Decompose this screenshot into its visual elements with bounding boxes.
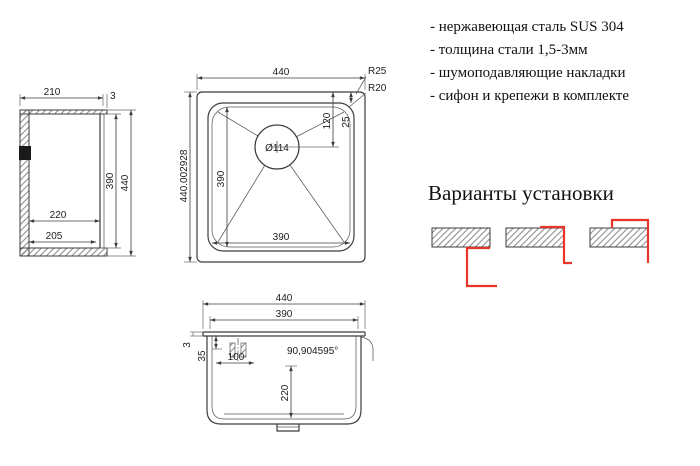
side-overall-height-dim: 440 [120,174,131,191]
radius-outer-label: R25 [368,66,387,77]
top-left-height-dim: 440.002928 [179,149,190,202]
features-list: - нержавеющая сталь SUS 304 - толщина ст… [430,16,629,108]
countertop-section [431,227,491,248]
rim-corner-detail [360,336,374,361]
feature-item-siphon: - сифон и крепежи в комплекте [430,88,630,104]
top-inner-height-dim: 390 [216,170,227,187]
top-overall-width-dim: 440 [273,67,290,78]
drain-offset-dim: 120 [322,112,333,129]
rim-width-dim: 25 [341,116,352,128]
side-view: 210 3 220 205 390 440 [19,87,136,257]
bottom-inner-width-dim: 390 [276,309,293,320]
front-body-inner [211,336,357,420]
installation-options [431,218,650,288]
side-mid-width-dim: 220 [50,210,67,221]
sink-profile-red-line [540,225,572,265]
sink-profile-red-line [610,218,650,263]
top-bowl-edge [207,102,355,252]
bowl-diagonal [217,111,259,137]
side-top-width-dim: 210 [44,87,61,98]
installation-options-title: Варианты установки [428,181,614,205]
leader-line [348,92,367,108]
sink-profile-red-line [465,246,497,288]
feature-item-material: - нержавеющая сталь SUS 304 [430,19,624,35]
bowl-diagonal [295,111,345,138]
drain-offset-dim-front: 100 [228,352,245,363]
top-inner-width-dim: 390 [273,232,290,243]
feature-item-thickness: - толщина стали 1,5-3мм [430,42,588,58]
side-top-flange [19,109,108,115]
mounting-clip [19,146,31,160]
countertop-section [589,227,649,248]
side-bottom-wall [19,247,108,257]
top-bowl-edge-inner [211,106,351,248]
leader-line [355,76,367,95]
waste-fitting-section [240,342,247,358]
install-option-undermount [431,227,497,288]
radius-inner-label: R20 [368,83,387,94]
install-option-flush [505,225,572,265]
side-bottom-width-dim: 205 [46,231,63,242]
bowl-diagonal [289,164,345,243]
bottom-overall-width-dim: 440 [276,293,293,304]
front-flange-dim: 3 [182,342,193,348]
drain-diameter-label: Ø114 [265,143,289,154]
top-outer-rim [196,91,366,263]
rim-depth-dim: 35 [197,350,208,362]
angles-label: 90,904595° [287,346,338,357]
drain-stub [276,424,300,432]
bottom-view: 440 390 3 35 100 [182,293,374,432]
side-left-wall [19,109,30,257]
top-view: Ø114 440 R25 R20 120 25 390 440.002928 3… [179,66,387,263]
side-inner-height-dim: 390 [105,172,116,189]
countertop-section [505,227,565,248]
waste-fitting-section [229,342,236,358]
feature-item-soundproof: - шумоподавляющие накладки [430,65,626,81]
install-option-overmount [589,218,650,263]
bowl-depth-dim: 220 [280,384,291,401]
front-body-outline [206,336,362,425]
side-flange-dim: 3 [110,91,116,102]
